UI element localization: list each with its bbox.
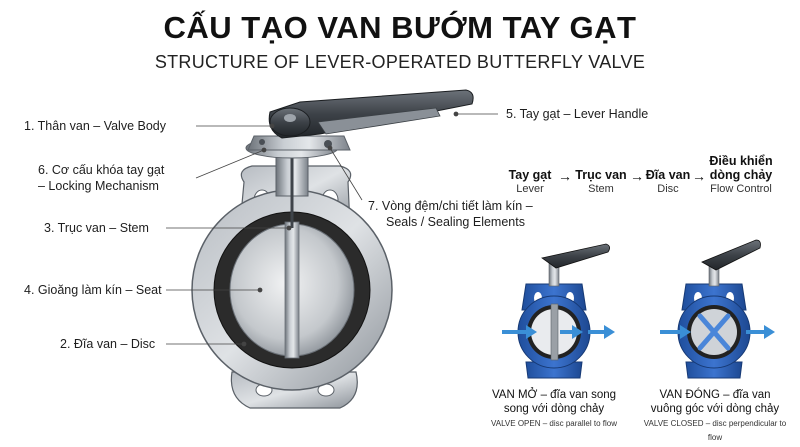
leader-disc-dot (241, 341, 247, 347)
flow-arrow-2: → (630, 168, 644, 184)
flow-step-lever-sub: Lever (516, 183, 544, 195)
caption-open-en: VALVE OPEN – disc parallel to flow (491, 419, 617, 428)
open-flow-out-head (604, 325, 615, 339)
lock-trigger-lever (317, 107, 441, 135)
leader-seals (329, 147, 363, 201)
open-valve-handle (541, 243, 610, 269)
stem-through-disc (284, 221, 300, 359)
label-lever-handle: 5. Tay gạt – Lever Handle (506, 107, 649, 121)
caption-open-line2: song với dòng chảy (503, 403, 605, 415)
locking-plate (247, 135, 351, 151)
closed-valve (660, 239, 775, 379)
closed-flow-in-head (680, 325, 691, 339)
open-valve (502, 243, 615, 379)
leader-lock (195, 149, 265, 179)
label-disc: 2. Đĩa van – Disc (60, 337, 156, 351)
main-valve (191, 89, 474, 409)
label-stem: 3. Trục van – Stem (44, 221, 149, 235)
flow-step-stem: Trục van Stem (570, 168, 632, 196)
flow-step-stem-sub: Stem (588, 183, 614, 195)
caption-closed-en: VALVE CLOSED – disc perpendicular to flo… (643, 419, 787, 442)
closed-valve-handle (701, 239, 761, 271)
flow-arrow-3: → (692, 168, 706, 184)
flow-step-disc-main: Đĩa van (645, 168, 691, 182)
label-seals-line1: 7. Vòng đệm/chi tiết làm kín – (368, 199, 533, 213)
flow-step-lever-main: Tay gạt (508, 168, 552, 182)
page-subtitle: STRUCTURE OF LEVER-OPERATED BUTTERFLY VA… (154, 52, 646, 72)
label-valve-body: 1. Thân van – Valve Body (24, 119, 166, 133)
flow-step-disc-sub: Disc (657, 183, 679, 195)
open-flow-through-head (572, 325, 583, 339)
flow-step-control: Điều khiển dòng chảy Flow Control (702, 154, 780, 196)
locking-plate-bolt (259, 139, 265, 145)
leader-handle-dot (453, 111, 459, 117)
open-flow-in-head (526, 325, 537, 339)
flow-step-control-main-1: Điều khiển (709, 154, 773, 168)
label-seat: 4. Gioăng làm kín – Seat (24, 283, 162, 297)
open-valve-disc-edge (550, 303, 559, 361)
closed-flow-out-head (764, 325, 775, 339)
flow-step-control-main-2: dòng chảy (709, 168, 773, 182)
flow-arrow-1: → (558, 168, 572, 184)
caption-open-line1: VAN MỞ – đĩa van song (491, 389, 617, 401)
caption-valve-closed: VAN ĐÓNG – đĩa van vuông góc với dòng ch… (640, 388, 790, 445)
leader-seals-dot (327, 145, 333, 151)
leader-lock-dot (261, 147, 267, 153)
leader-seat-dot (257, 287, 263, 293)
flow-step-stem-main: Trục van (575, 168, 627, 182)
leader-lines (166, 111, 498, 347)
label-locking-line1: 6. Cơ cấu khóa tay gạt (38, 163, 165, 177)
leader-body-dot (269, 123, 275, 129)
label-locking-line2: – Locking Mechanism (38, 179, 159, 193)
flow-step-control-sub: Flow Control (710, 183, 772, 195)
flow-step-disc: Đĩa van Disc (640, 168, 696, 196)
flow-step-lever: Tay gạt Lever (500, 168, 560, 196)
leader-stem-dot (286, 225, 292, 231)
handle-nut (284, 114, 296, 122)
label-seals-line2: Seals / Sealing Elements (386, 215, 525, 229)
page-title: CẤU TẠO VAN BƯỚM TAY GẠT (163, 10, 637, 45)
caption-valve-open: VAN MỞ – đĩa van song song với dòng chảy… (484, 388, 624, 431)
caption-closed-line1: VAN ĐÓNG – đĩa van (659, 389, 771, 401)
caption-closed-line2: vuông góc với dòng chảy (650, 403, 780, 415)
closed-mark-stroke-2 (697, 313, 731, 351)
